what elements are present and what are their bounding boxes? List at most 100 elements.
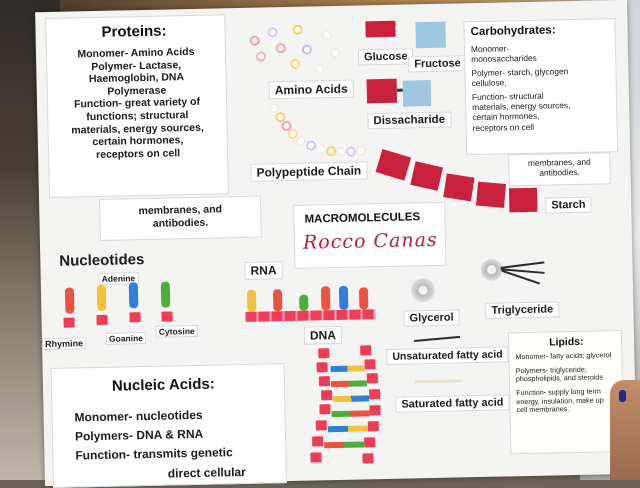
dna-backbone: [366, 373, 378, 384]
dna-backbone: [360, 345, 372, 356]
fructose-label: Fructose: [408, 55, 467, 73]
title-card: MACROMOLECULES Rocco Canas: [293, 201, 447, 269]
amino-acid-bead: [255, 51, 267, 62]
amino-acid-bead: [267, 27, 278, 38]
nucleic-acids-text: Monomer- nucleotides Polymers- DNA & RNA…: [74, 405, 246, 485]
author-name: Rocco Canas: [302, 228, 438, 254]
amino-acid-bead: [249, 35, 260, 46]
carbohydrates-line: receptors on cell: [472, 121, 535, 133]
amino-acid-bead: [321, 30, 332, 41]
poster-board: Proteins: Monomer- Amino Acids Polymer- …: [35, 0, 637, 488]
nucleotide-sugar: [161, 311, 173, 322]
lipids-card: Lipids: Monomer- fatty acids; glycerol P…: [507, 330, 625, 455]
dna-label: DNA: [303, 325, 343, 345]
amino-acids-label: Amino Acids: [268, 79, 354, 100]
proteins-heading: Proteins:: [101, 22, 167, 41]
starch-unit: [508, 187, 538, 213]
starch-unit: [476, 181, 506, 208]
dna-backbone: [369, 389, 381, 400]
nucleotide-sugar: [96, 314, 108, 326]
dna-base-pair: [333, 395, 370, 403]
unsaturated-label: Unsaturated fatty acid: [386, 346, 509, 365]
proteins-line: receptors on cell: [95, 146, 181, 161]
rna-base: [338, 285, 349, 310]
rna-label: RNA: [244, 261, 283, 280]
dna-base-pair: [330, 380, 368, 388]
amino-acid-bead: [290, 58, 301, 69]
proteins-card-continued: membranes, and antibodies.: [99, 195, 262, 241]
dna-backbone: [367, 421, 379, 432]
carbohydrates-line: antibodies.: [539, 166, 580, 178]
nucleotide-candy: [96, 284, 107, 312]
dna-base-pair: [327, 425, 368, 433]
rna-base: [246, 289, 257, 312]
chain-bead: [315, 144, 327, 155]
lipids-text: Monomer- fatty acids; glycerol Polymers-…: [515, 350, 612, 415]
nucleotide-candy: [64, 287, 75, 314]
starch-unit: [410, 161, 443, 191]
lipids-line: cell membranes.: [516, 404, 570, 415]
dna-backbone: [364, 437, 376, 448]
dna-backbone: [319, 404, 331, 415]
goanine-label: Goanine: [105, 332, 147, 345]
rna-backbone: [245, 309, 376, 322]
nucleic-acids-card: Nucleic Acids: Monomer- nucleotides Poly…: [50, 363, 288, 488]
amino-acid-bead: [329, 47, 341, 59]
dna-backbone: [318, 376, 330, 387]
dna-backbone: [321, 390, 333, 401]
dna-backbone: [312, 436, 324, 447]
disaccharide-fructose: [402, 79, 432, 107]
amino-acid-bead: [275, 43, 287, 54]
lipids-line: phospholipids, and steroids: [515, 372, 604, 384]
dna-backbone: [318, 348, 330, 359]
nucleotide-sugar: [63, 317, 75, 328]
carbohydrates-line: monosaccharides: [471, 52, 537, 65]
starch-label: Starch: [545, 196, 592, 214]
macromolecules-title: MACROMOLECULES: [304, 211, 421, 226]
amino-acid-bead: [314, 64, 325, 75]
carbohydrates-card: Carbohydrates: Monomer- monosaccharides …: [463, 18, 619, 156]
chain-bead: [335, 146, 347, 157]
starch-unit: [443, 173, 475, 202]
triglyceride-tail: [500, 261, 545, 269]
nucleic-acids-line: direct cellular: [167, 464, 246, 481]
glucose-label: Glucose: [357, 48, 414, 66]
polypeptide-chain-label: Polypeptide Chain: [250, 161, 368, 182]
glycerol-label: Glycerol: [403, 309, 460, 327]
dna-base-pair: [331, 410, 370, 418]
rna-base: [299, 294, 309, 311]
carbohydrates-line: cellulose,: [471, 77, 507, 89]
unsaturated-stick: [414, 335, 461, 342]
carbohydrates-card-continued: membranes, and antibodies.: [508, 152, 611, 187]
disaccharide-glucose: [366, 78, 398, 104]
triglyceride-label: Triglyceride: [485, 301, 560, 319]
dna-backbone: [362, 453, 374, 464]
glycerol-washer: [410, 277, 436, 303]
nucleotide-candy: [160, 281, 171, 308]
nucleotide-candy: [128, 282, 139, 309]
chain-bead: [295, 135, 306, 146]
dna-backbone: [369, 405, 381, 416]
nucleic-acids-heading: Nucleic Acids:: [111, 375, 215, 395]
nucleotide-sugar: [129, 312, 141, 323]
nucleotides-heading: Nucleotides: [59, 251, 145, 270]
fructose-square: [415, 21, 446, 49]
rna-base: [320, 286, 331, 311]
starch-unit: [375, 148, 412, 181]
glucose-square: [365, 20, 396, 38]
carbohydrates-text: Monomer- monosaccharides Polymer- starch…: [471, 42, 571, 133]
chain-bead: [345, 146, 357, 157]
rhymine-label: Rhymine: [41, 337, 87, 351]
proteins-line: antibodies.: [152, 216, 209, 230]
amino-acid-bead: [301, 44, 313, 55]
disaccharide-label: Dissacharide: [367, 111, 452, 130]
dna-backbone: [315, 420, 327, 431]
chain-bead: [355, 145, 367, 156]
saturated-stick: [414, 379, 461, 384]
dna-backbone: [316, 362, 328, 373]
triglyceride-washer: [480, 258, 503, 281]
lipids-heading: Lipids:: [549, 335, 584, 349]
fingernail: [619, 390, 626, 402]
rna-base: [358, 287, 369, 310]
carbohydrates-heading: Carbohydrates:: [470, 24, 556, 39]
